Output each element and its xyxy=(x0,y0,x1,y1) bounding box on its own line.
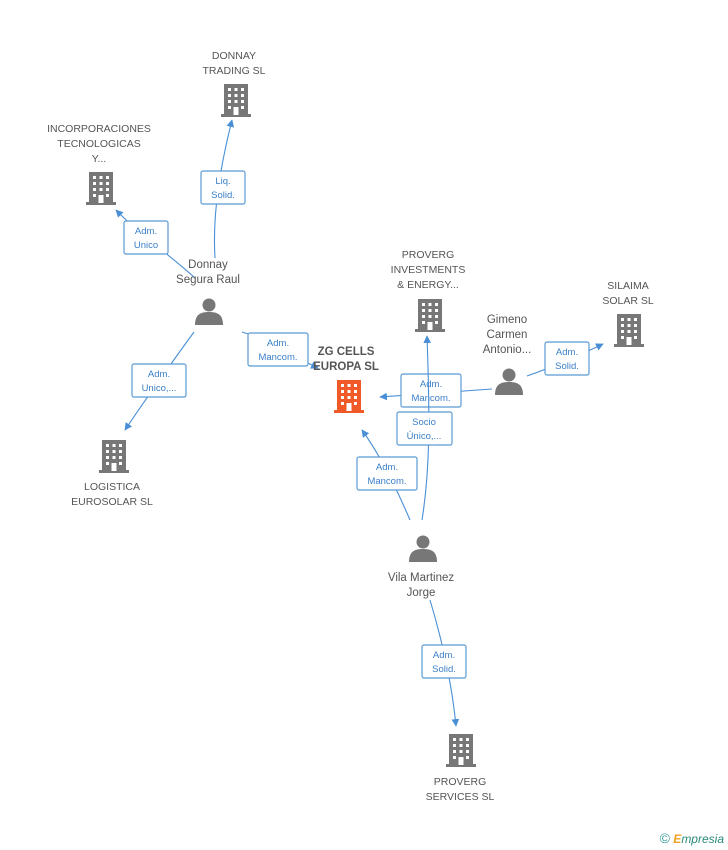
node-label-line: DONNAY xyxy=(212,50,256,62)
edge-vila-to-zg-cells[interactable]: Adm. Mancom. xyxy=(356,429,418,521)
person-icon xyxy=(409,535,437,562)
edge-label-line: Adm. xyxy=(420,379,442,390)
brand-logo-initial: E xyxy=(673,832,682,846)
edge-label-line: Socio xyxy=(412,417,436,428)
node-label-line: Antonio... xyxy=(483,344,532,356)
building-icon xyxy=(334,380,364,413)
edge-donnay-to-donnay-trading[interactable]: Liq. Solid. xyxy=(200,119,246,259)
building-icon xyxy=(415,299,445,332)
node-label-line: Vila Martinez xyxy=(388,572,455,584)
edge-label-line: Adm. xyxy=(556,347,578,358)
node-label-line: Y... xyxy=(92,153,106,165)
building-icon xyxy=(221,84,251,117)
node-donnay-trading[interactable]: DONNAY TRADING SL xyxy=(202,50,266,117)
node-label-line: Donnay xyxy=(188,259,228,271)
node-label-line: SERVICES SL xyxy=(426,791,495,803)
edge-label-line: Solid. xyxy=(211,190,235,201)
edge-donnay-to-incorporaciones[interactable]: Adm. Unico xyxy=(115,209,196,279)
node-person-donnay-segura[interactable]: Donnay Segura Raul xyxy=(176,259,240,325)
edges: Liq. Solid. Adm. Unico Adm. Mancom. Adm.… xyxy=(115,119,604,727)
node-label-line: Gimeno xyxy=(487,314,527,326)
brand-logo-text: mpresia xyxy=(681,832,724,846)
building-icon xyxy=(614,314,644,347)
edge-label-line: Adm. xyxy=(433,650,455,661)
edge-label-line: Solid. xyxy=(555,361,579,372)
building-icon xyxy=(99,440,129,473)
node-label-line: Carmen xyxy=(487,329,528,341)
edge-gimeno-to-silaima[interactable]: Adm. Solid. xyxy=(526,341,604,377)
node-label-line: ZG CELLS xyxy=(318,346,375,358)
footer-brand[interactable]: © Empresia xyxy=(660,830,724,846)
building-icon xyxy=(446,734,476,767)
edge-label-line: Unico,... xyxy=(142,383,177,394)
edge-label-line: Liq. xyxy=(215,176,230,187)
edge-donnay-to-logistica[interactable]: Adm. Unico,... xyxy=(124,331,195,431)
edge-label-line: Mancom. xyxy=(411,393,450,404)
copyright-icon: © xyxy=(659,830,670,846)
node-logistica-eurosolar[interactable]: LOGISTICA EUROSOLAR SL xyxy=(71,440,153,508)
edge-vila-to-proverg-investments[interactable]: Socio Único,... xyxy=(396,335,453,521)
person-icon xyxy=(195,298,223,325)
node-person-gimeno-carmen[interactable]: Gimeno Carmen Antonio... xyxy=(483,314,532,395)
node-label-line: INCORPORACIONES xyxy=(47,123,151,135)
edge-label-line: Único,... xyxy=(407,431,442,442)
node-label-line: TRADING SL xyxy=(202,65,265,77)
edge-label-line: Adm. xyxy=(148,369,170,380)
edge-label-line: Adm. xyxy=(376,462,398,473)
person-icon xyxy=(495,368,523,395)
node-label-line: SOLAR SL xyxy=(602,295,654,307)
building-icon xyxy=(86,172,116,205)
node-proverg-services[interactable]: PROVERG SERVICES SL xyxy=(426,734,495,803)
edge-label-line: Mancom. xyxy=(258,352,297,363)
node-label-line: PROVERG xyxy=(434,776,487,788)
node-label-line: Segura Raul xyxy=(176,274,240,286)
node-label-line: Jorge xyxy=(407,587,436,599)
node-silaima-solar[interactable]: SILAIMA SOLAR SL xyxy=(602,280,654,347)
edge-donnay-to-zg-cells[interactable]: Adm. Mancom. xyxy=(241,331,319,369)
node-proverg-investments[interactable]: PROVERG INVESTMENTS & ENERGY... xyxy=(391,249,466,332)
node-zg-cells-europa[interactable]: ZG CELLS EUROPA SL xyxy=(313,346,379,413)
node-person-vila-martinez[interactable]: Vila Martinez Jorge xyxy=(388,535,455,600)
node-label-line: TECNOLOGICAS xyxy=(57,138,140,150)
node-incorporaciones-tecnologicas[interactable]: INCORPORACIONES TECNOLOGICAS Y... xyxy=(47,123,151,205)
node-label-line: SILAIMA xyxy=(607,280,648,292)
node-label-line: LOGISTICA xyxy=(84,481,140,493)
node-label-line: & ENERGY... xyxy=(397,279,459,291)
edge-label-line: Adm. xyxy=(135,226,157,237)
edge-gimeno-to-zg-cells[interactable]: Adm. Mancom. xyxy=(379,373,493,408)
node-label-line: INVESTMENTS xyxy=(391,264,466,276)
edge-label-line: Adm. xyxy=(267,338,289,349)
node-label-line: EUROPA SL xyxy=(313,361,379,373)
node-label-line: EUROSOLAR SL xyxy=(71,496,153,508)
edge-label-line: Unico xyxy=(134,240,158,251)
edge-label-line: Solid. xyxy=(432,664,456,675)
edge-vila-to-proverg-services[interactable]: Adm. Solid. xyxy=(421,599,467,727)
edge-label-line: Mancom. xyxy=(367,476,406,487)
node-label-line: PROVERG xyxy=(402,249,455,261)
